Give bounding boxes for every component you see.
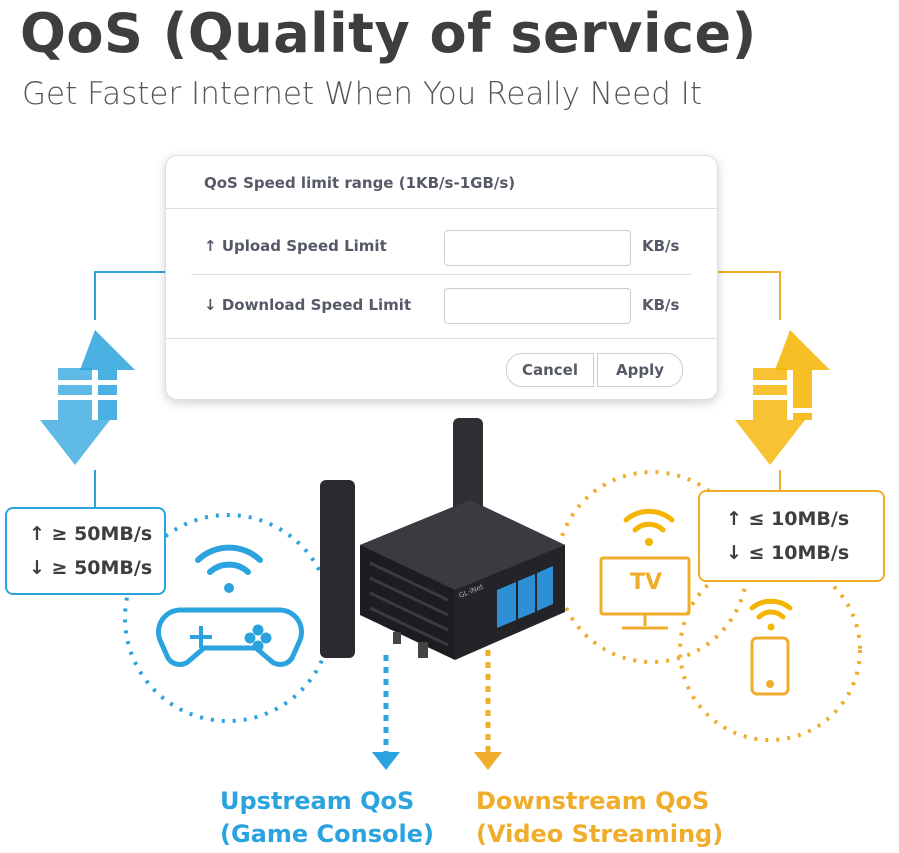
qos-settings-dialog: QoS Speed limit range (1KB/s-1GB/s) ↑ Up… <box>165 155 718 400</box>
tv-icon <box>599 556 691 630</box>
upstream-speed-box: ↑ ≥ 50MB/s ↓ ≥ 50MB/s <box>5 507 166 595</box>
wifi-icon <box>749 598 793 631</box>
upload-download-arrows-icon <box>40 330 135 465</box>
upload-speed-label: ↑ Upload Speed Limit <box>204 237 387 255</box>
upload-download-arrows-icon <box>735 330 830 465</box>
dialog-title: QoS Speed limit range (1KB/s-1GB/s) <box>204 174 516 192</box>
upstream-upload-speed: ↑ ≥ 50MB/s <box>29 523 153 545</box>
arrow-down-icon: ↓ <box>204 296 217 314</box>
downstream-speed-box: ↑ ≤ 10MB/s ↓ ≤ 10MB/s <box>698 490 885 582</box>
downstream-caption-subtitle: (Video Streaming) <box>476 820 724 848</box>
download-speed-label: ↓ Download Speed Limit <box>204 296 411 314</box>
downstream-connector-line <box>716 271 781 320</box>
download-speed-input[interactable] <box>444 288 631 324</box>
wifi-icon <box>623 508 675 546</box>
upstream-caption-title: Upstream QoS <box>220 787 415 815</box>
upstream-connector-line <box>94 271 165 320</box>
upload-label-text: Upload Speed Limit <box>221 237 387 255</box>
upstream-caption-subtitle: (Game Console) <box>220 820 434 848</box>
page-title: QoS (Quality of service) <box>20 2 757 65</box>
arrow-up-icon: ↑ <box>204 237 217 255</box>
upstream-caption: Upstream QoS (Game Console) <box>220 785 434 851</box>
download-label-text: Download Speed Limit <box>221 296 412 314</box>
phone-circle <box>678 558 862 742</box>
game-controller-icon <box>156 607 304 667</box>
upstream-arrowhead-icon <box>372 752 400 770</box>
tv-label: TV <box>630 570 663 595</box>
upload-speed-input[interactable] <box>444 230 631 266</box>
downstream-caption-title: Downstream QoS <box>476 787 710 815</box>
downstream-caption: Downstream QoS (Video Streaming) <box>476 785 723 851</box>
upstream-download-speed: ↓ ≥ 50MB/s <box>29 557 153 579</box>
cancel-button[interactable]: Cancel <box>506 353 594 387</box>
upload-unit: KB/s <box>642 237 680 255</box>
download-unit: KB/s <box>642 296 680 314</box>
wifi-icon <box>195 544 263 593</box>
page-subtitle: Get Faster Internet When You Really Need… <box>22 76 702 112</box>
smartphone-icon <box>750 636 790 696</box>
downstream-download-speed: ↓ ≤ 10MB/s <box>726 542 850 564</box>
downstream-upload-speed: ↑ ≤ 10MB/s <box>726 508 850 530</box>
downstream-arrowhead-icon <box>474 752 502 770</box>
router-image: GL·iNet <box>320 418 565 660</box>
apply-button[interactable]: Apply <box>597 353 683 387</box>
